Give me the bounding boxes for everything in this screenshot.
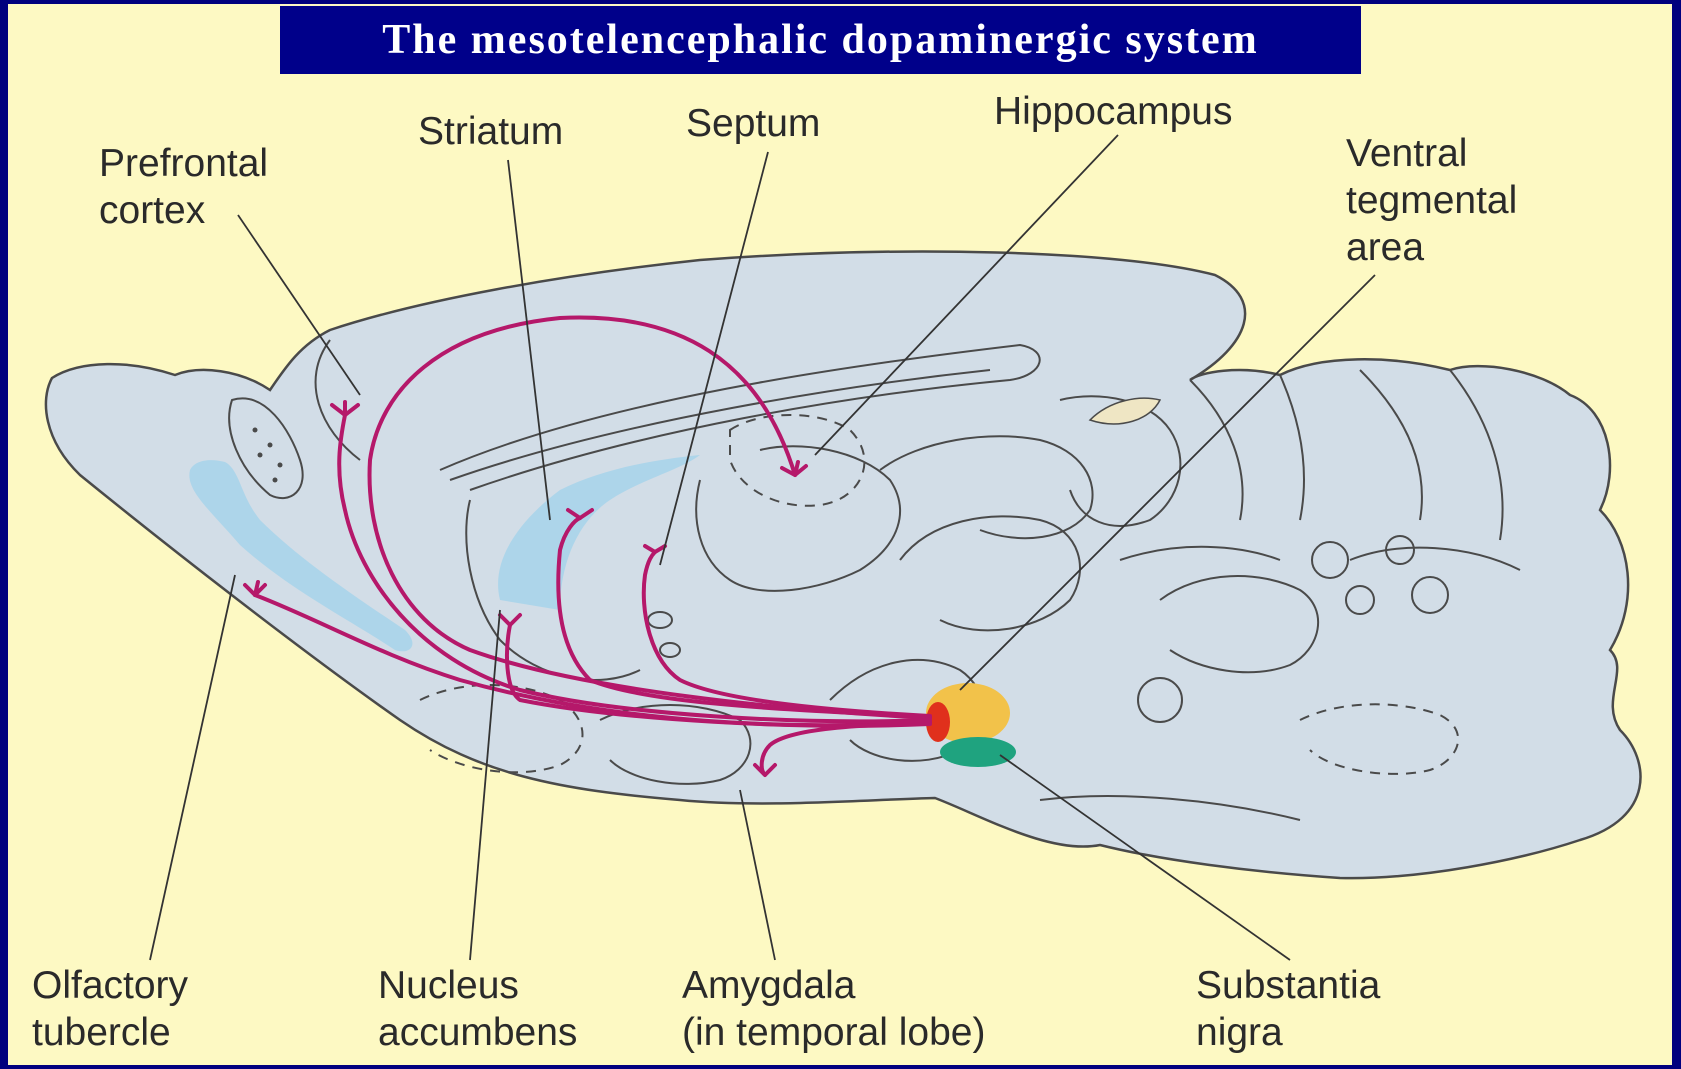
label-substantia-nigra: Substantia nigra <box>1196 962 1380 1056</box>
label-septum: Septum <box>686 100 820 147</box>
label-olfactory-tubercle: Olfactory tubercle <box>32 962 188 1056</box>
label-prefrontal-cortex: Prefrontal cortex <box>99 140 268 234</box>
label-nucleus-accumbens: Nucleus accumbens <box>378 962 577 1056</box>
label-ventral-tegmental-area: Ventral tegmental area <box>1346 130 1517 271</box>
label-striatum: Striatum <box>418 108 563 155</box>
substantia-nigra-region <box>940 737 1016 767</box>
label-hippocampus: Hippocampus <box>994 88 1232 135</box>
label-amygdala: Amygdala (in temporal lobe) <box>682 962 985 1056</box>
